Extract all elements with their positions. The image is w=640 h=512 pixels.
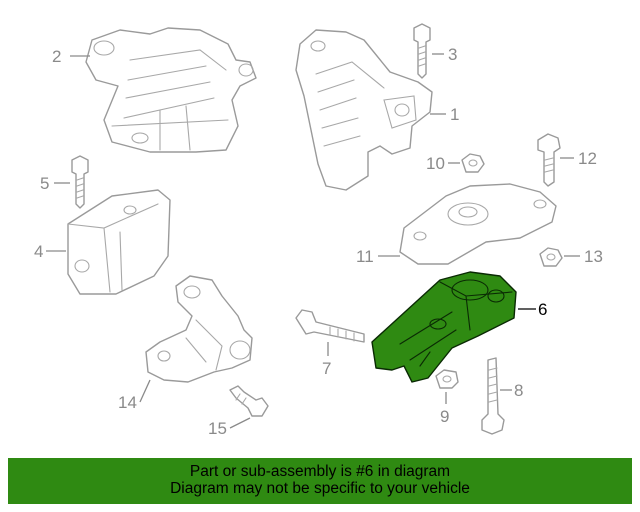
callout-5: 5 bbox=[40, 174, 49, 193]
callout-1: 1 bbox=[450, 105, 459, 124]
part-10-nut[interactable] bbox=[461, 153, 485, 173]
part-8-bolt[interactable] bbox=[481, 357, 505, 435]
part-9-nut[interactable] bbox=[435, 369, 459, 389]
callout-labels: 2 3 1 5 10 12 4 11 13 6 7 8 9 14 15 bbox=[34, 45, 603, 438]
callout-15: 15 bbox=[208, 419, 227, 438]
part-5-bolt[interactable] bbox=[71, 155, 89, 209]
callout-2: 2 bbox=[52, 47, 61, 66]
part-4-bracket[interactable] bbox=[67, 189, 171, 295]
banner-line-2: Diagram may not be specific to your vehi… bbox=[170, 480, 470, 497]
callout-12: 12 bbox=[578, 149, 597, 168]
part-11-plate[interactable] bbox=[399, 183, 557, 265]
callout-8: 8 bbox=[514, 381, 523, 400]
part-6-torque-strut[interactable] bbox=[371, 271, 517, 383]
callout-13: 13 bbox=[584, 247, 603, 266]
banner-line-1: Part or sub-assembly is #6 in diagram bbox=[189, 463, 451, 480]
callout-10: 10 bbox=[426, 154, 445, 173]
info-banner: Part or sub-assembly is #6 in diagram Di… bbox=[8, 458, 632, 504]
leader-lines bbox=[46, 53, 580, 429]
callout-4: 4 bbox=[34, 242, 43, 261]
callout-3: 3 bbox=[448, 45, 457, 64]
part-12-bolt[interactable] bbox=[537, 133, 561, 187]
callout-11: 11 bbox=[356, 247, 374, 266]
part-3-bolt[interactable] bbox=[413, 23, 431, 79]
part-1-engine-mount[interactable] bbox=[295, 29, 433, 191]
part-14-bracket[interactable] bbox=[145, 275, 253, 383]
callout-7: 7 bbox=[322, 359, 331, 378]
part-2-engine-mount[interactable] bbox=[85, 27, 257, 153]
callout-14: 14 bbox=[118, 393, 137, 412]
part-15-bolt[interactable] bbox=[229, 385, 269, 417]
callout-6: 6 bbox=[538, 300, 547, 319]
part-13-nut[interactable] bbox=[539, 247, 563, 267]
callout-9: 9 bbox=[440, 407, 449, 426]
part-7-bolt[interactable] bbox=[295, 309, 365, 343]
